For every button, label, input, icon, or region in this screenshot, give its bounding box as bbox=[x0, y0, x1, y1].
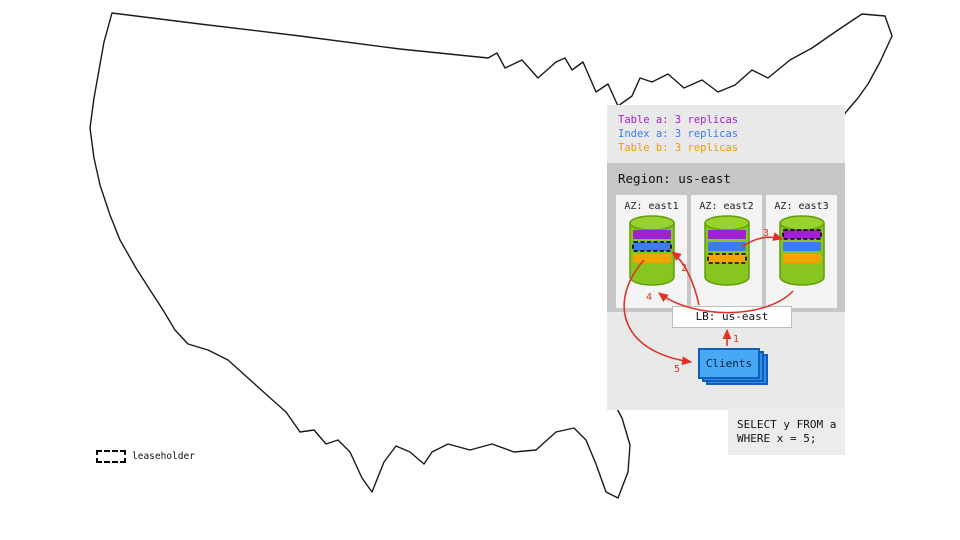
replica-bar-table-a bbox=[632, 230, 671, 239]
az-label: AZ: east1 bbox=[624, 201, 679, 212]
replica-legend: Table a: 3 replicas Index a: 3 replicas … bbox=[607, 105, 845, 155]
replica-bar-index-a bbox=[707, 242, 746, 251]
sql-line: WHERE x = 5; bbox=[737, 432, 817, 445]
sql-query-box: SELECT y FROM a WHERE x = 5; bbox=[728, 408, 845, 455]
replica-bar-index-a bbox=[782, 242, 821, 251]
db-cylinder bbox=[628, 215, 675, 286]
az-box-east2: AZ: east2 bbox=[691, 195, 762, 308]
db-cylinder bbox=[778, 215, 825, 286]
az-box-east1: AZ: east1 bbox=[616, 195, 687, 308]
cylinder-top bbox=[628, 215, 675, 231]
topology-panel: Table a: 3 replicas Index a: 3 replicas … bbox=[607, 105, 845, 410]
replica-bar-table-a bbox=[781, 229, 822, 240]
az-row: AZ: east1 AZ: east2 bbox=[616, 195, 837, 308]
region-title: Region: us-east bbox=[618, 171, 731, 186]
sql-line: SELECT y FROM a bbox=[737, 418, 837, 431]
db-cylinder bbox=[703, 215, 750, 286]
replica-bar-table-b bbox=[632, 254, 671, 263]
az-label: AZ: east3 bbox=[774, 201, 829, 212]
legend-item-table-b: Table b: 3 replicas bbox=[618, 142, 739, 154]
cylinder-top bbox=[778, 215, 825, 231]
replica-bar-table-a bbox=[707, 230, 746, 239]
leaseholder-swatch-icon bbox=[96, 450, 126, 463]
clients-stack: Clients bbox=[698, 348, 768, 386]
leaseholder-label: leaseholder bbox=[132, 451, 195, 462]
load-balancer-box: LB: us-east bbox=[672, 306, 792, 328]
replica-bar-table-b bbox=[706, 253, 747, 264]
region-box: Region: us-east AZ: east1 AZ: east2 bbox=[607, 163, 845, 312]
clients-box: Clients bbox=[698, 348, 760, 379]
legend-item-index-a: Index a: 3 replicas bbox=[618, 128, 739, 140]
az-label: AZ: east2 bbox=[699, 201, 754, 212]
replica-bar-table-b bbox=[782, 254, 821, 263]
leaseholder-legend: leaseholder bbox=[96, 450, 195, 463]
cylinder-top bbox=[703, 215, 750, 231]
az-box-east3: AZ: east3 bbox=[766, 195, 837, 308]
replica-bar-index-a bbox=[631, 241, 672, 252]
legend-item-table-a: Table a: 3 replicas bbox=[618, 114, 739, 126]
